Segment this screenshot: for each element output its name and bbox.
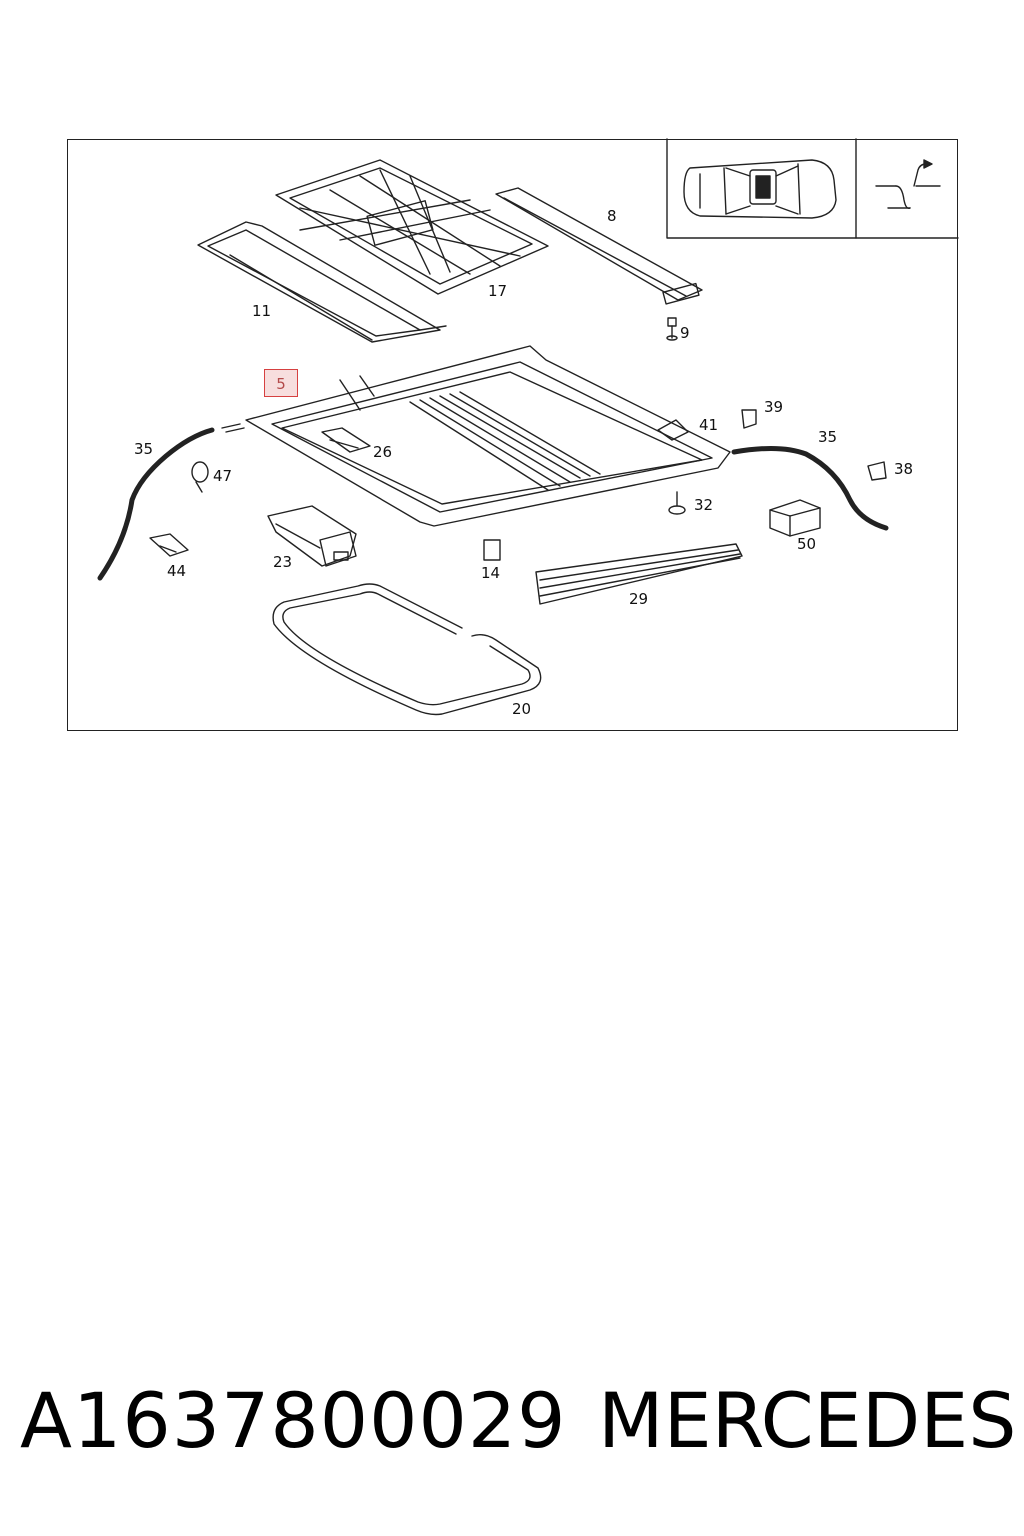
callout-41[interactable]: 41 — [699, 416, 719, 434]
vehicle-inset — [666, 138, 959, 239]
part-50-block — [769, 499, 821, 537]
callout-39[interactable]: 39 — [764, 398, 784, 416]
callout-14[interactable]: 14 — [481, 564, 501, 582]
part-47-clip — [191, 461, 209, 493]
part-20-seal — [272, 583, 542, 716]
parts-diagram — [97, 138, 959, 716]
callout-20[interactable]: 20 — [512, 700, 532, 718]
part-39-clip — [741, 409, 757, 429]
part-29-rail — [535, 543, 743, 605]
callout-26[interactable]: 26 — [373, 443, 393, 461]
callout-50[interactable]: 50 — [797, 535, 817, 553]
callout-29[interactable]: 29 — [629, 590, 649, 608]
sliding-symbol-icon — [875, 159, 941, 210]
part-8-rail — [495, 187, 703, 305]
callout-35-left[interactable]: 35 — [134, 440, 154, 458]
part-14-clip — [483, 539, 501, 561]
part-11-sunshade — [197, 221, 447, 343]
part-35-drain-hose-left — [97, 427, 215, 581]
callout-17[interactable]: 17 — [488, 282, 508, 300]
diagram-frame — [67, 139, 958, 731]
part-44-bracket — [149, 533, 189, 557]
part-35-drain-hose-right — [731, 445, 889, 531]
callout-47[interactable]: 47 — [213, 467, 233, 485]
callout-23[interactable]: 23 — [273, 553, 293, 571]
callout-8[interactable]: 8 — [607, 207, 617, 225]
part-number: A1637800029 — [20, 1376, 567, 1465]
part-23-motor — [267, 505, 357, 567]
part-9-screw — [666, 317, 678, 341]
part-41-clip — [657, 419, 689, 441]
callout-38[interactable]: 38 — [894, 460, 914, 478]
callout-5-highlighted[interactable]: 5 — [264, 369, 298, 397]
callout-44[interactable]: 44 — [167, 562, 187, 580]
callout-11[interactable]: 11 — [252, 302, 272, 320]
part-5-main-frame — [221, 345, 731, 527]
part-17-frame — [275, 159, 549, 295]
callout-32[interactable]: 32 — [694, 496, 714, 514]
callout-35-right[interactable]: 35 — [818, 428, 838, 446]
brand-name: MERCEDES — [598, 1376, 1017, 1465]
part-38-clip — [867, 461, 887, 481]
callout-9[interactable]: 9 — [680, 324, 690, 342]
part-32-bolt — [668, 491, 686, 515]
part-26-bracket — [321, 427, 371, 453]
